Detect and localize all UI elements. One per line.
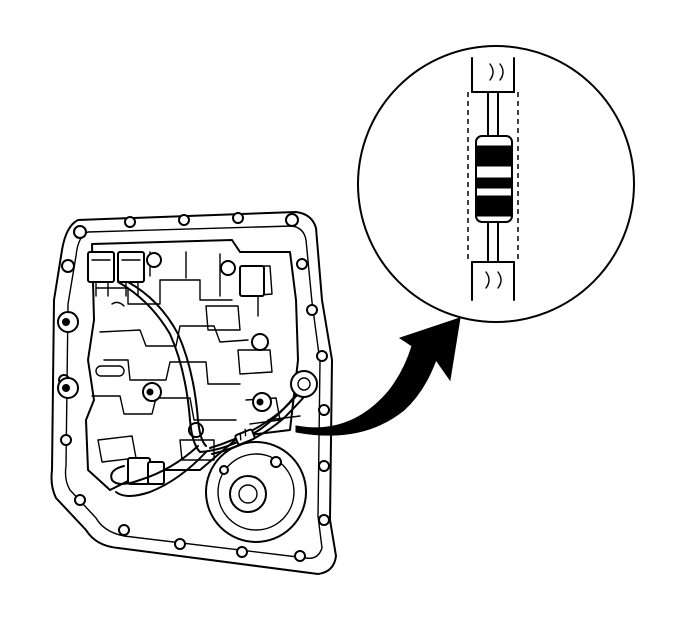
harness-wire xyxy=(110,445,199,485)
accumulator-bolt xyxy=(270,456,282,468)
boss xyxy=(146,252,162,268)
harness-wire xyxy=(115,451,207,497)
upper-wire xyxy=(471,57,515,93)
resistor-band xyxy=(475,177,513,189)
resistor-body xyxy=(475,135,513,223)
callout-arrow xyxy=(295,317,461,436)
bolt-hole xyxy=(74,494,86,506)
harness-wire xyxy=(127,281,207,447)
detail-view xyxy=(357,45,635,323)
bolt-hole xyxy=(318,514,330,526)
bolt-hole xyxy=(174,538,186,550)
bolt-hole xyxy=(296,258,308,270)
connector-block xyxy=(239,265,265,297)
solenoid-connectors xyxy=(87,251,265,297)
sensor-ring-terminal xyxy=(290,370,318,398)
accumulator-bolt xyxy=(219,465,229,475)
boss xyxy=(256,398,264,406)
bolt-hole xyxy=(73,225,87,239)
connector-block xyxy=(87,251,115,283)
pan-gasket-line xyxy=(64,225,323,559)
harness-wire xyxy=(117,281,305,453)
accumulator-piston xyxy=(229,475,267,513)
resistor-band xyxy=(475,195,513,217)
ring-terminal-inner xyxy=(297,377,311,391)
valve-body-casting xyxy=(85,239,299,491)
boss xyxy=(62,384,70,392)
bolt-hole xyxy=(61,259,75,273)
bolt-hole xyxy=(316,350,328,362)
ring-terminal-outer xyxy=(290,370,318,398)
boss xyxy=(251,333,269,351)
connector-block xyxy=(117,251,145,283)
bolt-hole xyxy=(318,404,330,416)
boss xyxy=(62,318,70,326)
valve-body-bosses xyxy=(57,252,272,438)
lower-wire xyxy=(471,261,515,301)
bolt-hole xyxy=(60,434,72,446)
lower-connector xyxy=(127,457,165,485)
accumulator-center xyxy=(238,484,258,504)
accumulator-ring xyxy=(217,453,295,531)
bolt-hole xyxy=(118,524,130,536)
bolt-hole xyxy=(236,546,248,558)
accumulator-cover xyxy=(205,441,307,543)
bolt-hole xyxy=(306,304,318,316)
bolt-hole xyxy=(285,213,299,227)
boss xyxy=(220,260,236,276)
harness-wire-to-sensor xyxy=(211,389,311,455)
bolt-hole xyxy=(124,216,136,228)
bolt-hole xyxy=(294,550,306,562)
bolt-hole xyxy=(232,212,244,224)
harness-resistor xyxy=(234,428,256,446)
bolt-hole xyxy=(178,214,190,226)
valve-body-assembly xyxy=(50,211,337,575)
resistor-band xyxy=(475,145,513,167)
boss xyxy=(146,388,154,396)
bolt-hole xyxy=(318,460,330,472)
